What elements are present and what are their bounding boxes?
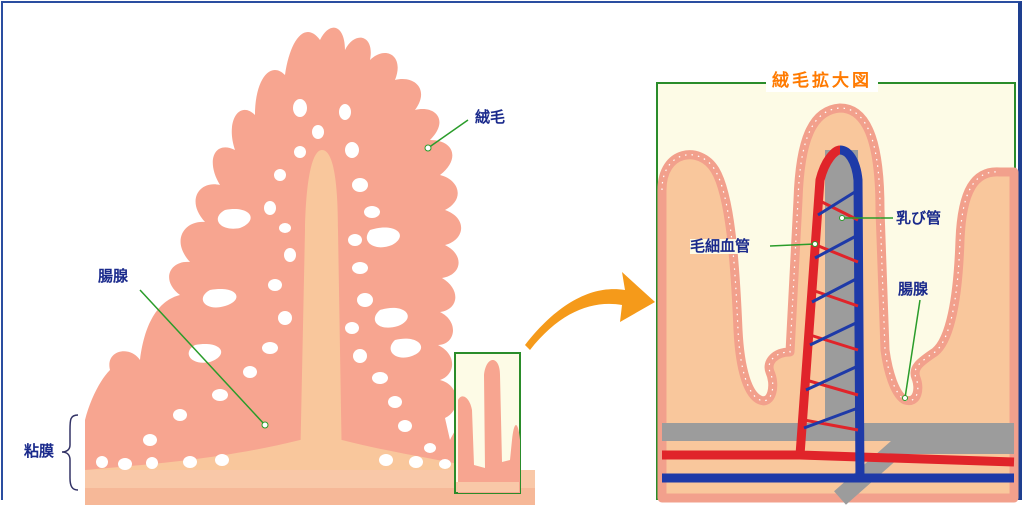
- mucosa-brace: [62, 415, 78, 490]
- inset-base: [456, 482, 519, 492]
- magnified-title: 絨毛拡大図: [766, 70, 878, 92]
- mag-gland-leader-dot: [903, 396, 908, 401]
- lacteal-label: 乳び管: [896, 211, 941, 226]
- villus-leader-dot: [425, 145, 431, 151]
- magnified-gland-label: 腸腺: [898, 282, 928, 297]
- villus-overview: [62, 28, 535, 505]
- gland-leader-dot: [262, 422, 268, 428]
- gland-label: 腸腺: [98, 269, 128, 284]
- villus-label: 絨毛: [475, 110, 505, 125]
- mucosa-label: 粘膜: [24, 444, 54, 459]
- lacteal-leader-dot: [840, 216, 845, 221]
- capillary-label: 毛細血管: [690, 239, 750, 254]
- capillary-leader-dot: [813, 242, 818, 247]
- magnify-arrow: [525, 272, 655, 350]
- magnified-view: [657, 83, 1015, 499]
- villus-body: [85, 28, 480, 470]
